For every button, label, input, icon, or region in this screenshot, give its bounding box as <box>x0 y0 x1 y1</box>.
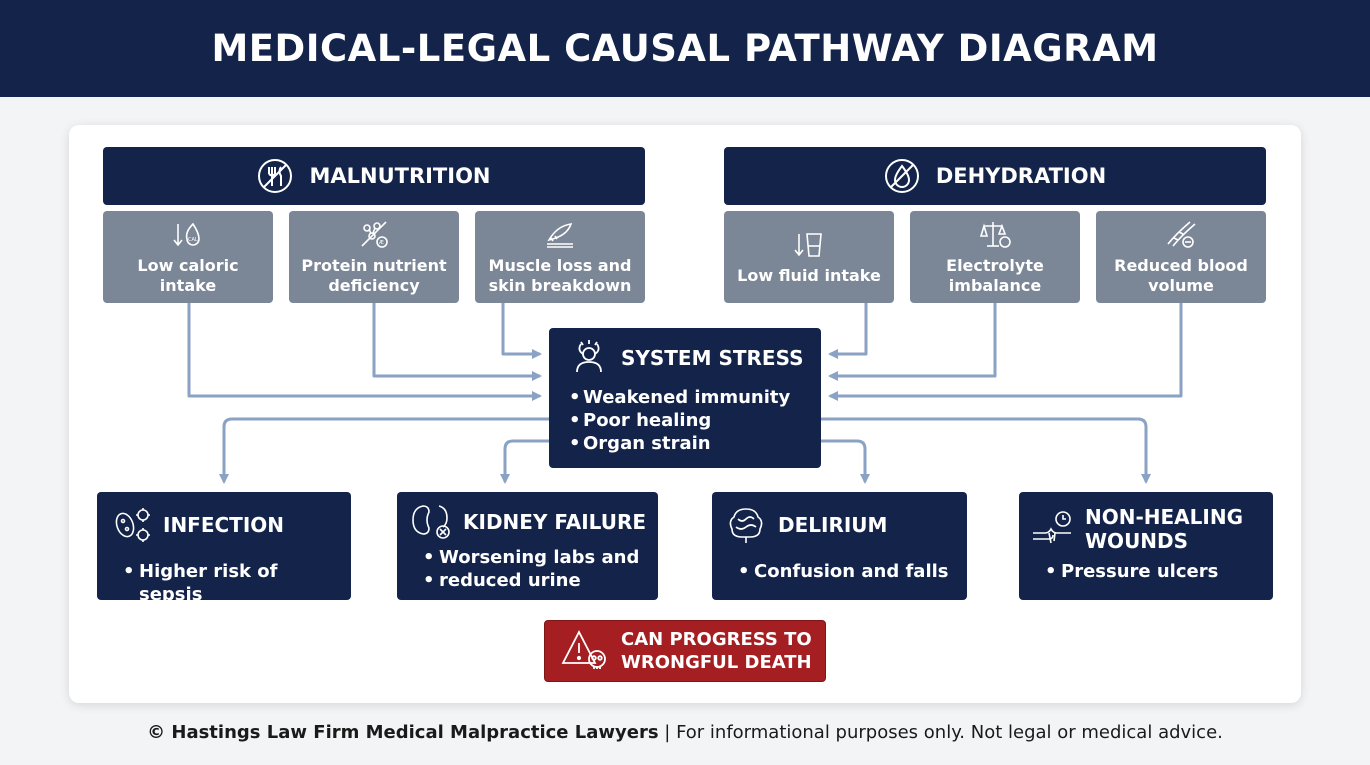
factor-label: Muscle loss and skin breakdown <box>488 256 632 295</box>
factor-label: Protein nutrient deficiency <box>301 256 447 295</box>
factor-label: Low caloric intake <box>137 256 239 295</box>
crossed-droplet-icon <box>884 159 919 193</box>
final-outcome-line-2: WRONGFUL DEATH <box>621 652 812 673</box>
footer-disclaimer: | For informational purposes only. Not l… <box>658 722 1223 743</box>
brain-icon <box>729 508 763 543</box>
outcome-detail: Confusion and falls <box>724 560 955 583</box>
outcome-kidney-failure: KIDNEY FAILURE Worsening labs and reduce… <box>397 492 658 600</box>
factor-reduced-blood-volume: Reduced blood volume <box>1096 211 1266 303</box>
factor-label: Reduced blood volume <box>1114 256 1248 295</box>
outcome-detail: Worsening labs and <box>409 546 646 569</box>
outcome-title-line-2: WOUNDS <box>1085 529 1189 553</box>
outcome-title: KIDNEY FAILURE <box>463 510 647 534</box>
malnutrition-header: MALNUTRITION <box>103 147 645 205</box>
system-stress-effects: Weakened immunity Poor healing Organ str… <box>569 386 805 455</box>
scale-balance-icon <box>979 222 1011 248</box>
page-title: MEDICAL-LEGAL CAUSAL PATHWAY DIAGRAM <box>211 27 1159 70</box>
system-stress-box: SYSTEM STRESS Weakened immunity Poor hea… <box>549 328 821 468</box>
outcome-detail: Higher risk of sepsis <box>109 560 339 606</box>
outcome-detail-line: reduced urine <box>439 570 581 591</box>
malnutrition-title: MALNUTRITION <box>309 164 491 188</box>
bacteria-icon <box>115 508 150 542</box>
factor-muscle-loss-skin-breakdown: Muscle loss and skin breakdown <box>475 211 645 303</box>
dehydration-header: DEHYDRATION <box>724 147 1266 205</box>
kidney-icon <box>412 505 450 539</box>
factor-low-caloric-intake: CAL Low caloric intake <box>103 211 273 303</box>
blood-vessel-icon <box>1167 221 1196 248</box>
factor-label: Low fluid intake <box>737 266 881 285</box>
footer-firm: © Hastings Law Firm Medical Malpractice … <box>147 722 659 743</box>
system-stress-title: SYSTEM STRESS <box>621 346 804 370</box>
warning-skull-icon <box>561 630 606 669</box>
wound-clock-icon <box>1033 511 1071 544</box>
outcome-title: NON-HEALING <box>1085 505 1243 529</box>
dehydration-title: DEHYDRATION <box>935 164 1107 188</box>
header-bar: MEDICAL-LEGAL CAUSAL PATHWAY DIAGRAM <box>0 0 1370 97</box>
svg-text:Æ: Æ <box>379 240 384 246</box>
calorie-down-icon: CAL <box>173 222 200 247</box>
outcome-infection: INFECTION Higher risk of sepsis <box>97 492 351 605</box>
factor-electrolyte-imbalance: Electrolyte imbalance <box>910 211 1080 303</box>
protein-molecule-icon: Æ <box>361 221 388 248</box>
wrongful-death-box: CAN PROGRESS TO WRONGFUL DEATH <box>544 620 826 682</box>
stress-effect: Weakened immunity <box>569 386 805 409</box>
footer: © Hastings Law Firm Medical Malpractice … <box>0 722 1370 743</box>
stressed-person-icon <box>576 340 602 373</box>
svg-text:CAL: CAL <box>188 237 198 243</box>
fluid-down-glass-icon <box>794 233 822 257</box>
stress-effect: Poor healing <box>569 409 805 432</box>
outcome-delirium: DELIRIUM Confusion and falls <box>712 492 967 600</box>
stress-effect: Organ strain <box>569 432 805 455</box>
crossed-utensils-icon <box>258 159 293 193</box>
outcome-title: DELIRIUM <box>778 513 888 537</box>
outcome-non-healing-wounds: NON-HEALING WOUNDS Pressure ulcers <box>1019 492 1273 600</box>
muscle-skin-icon <box>547 223 573 248</box>
outcome-detail-continued: reduced urine <box>409 569 646 592</box>
outcome-detail: Pressure ulcers <box>1031 560 1261 583</box>
factor-low-fluid-intake: Low fluid intake <box>724 211 894 303</box>
final-outcome-line-1: CAN PROGRESS TO <box>621 629 812 650</box>
outcome-title: INFECTION <box>163 513 285 537</box>
factor-protein-nutrient-deficiency: Æ Protein nutrient deficiency <box>289 211 459 303</box>
factor-label: Electrolyte imbalance <box>946 256 1044 295</box>
